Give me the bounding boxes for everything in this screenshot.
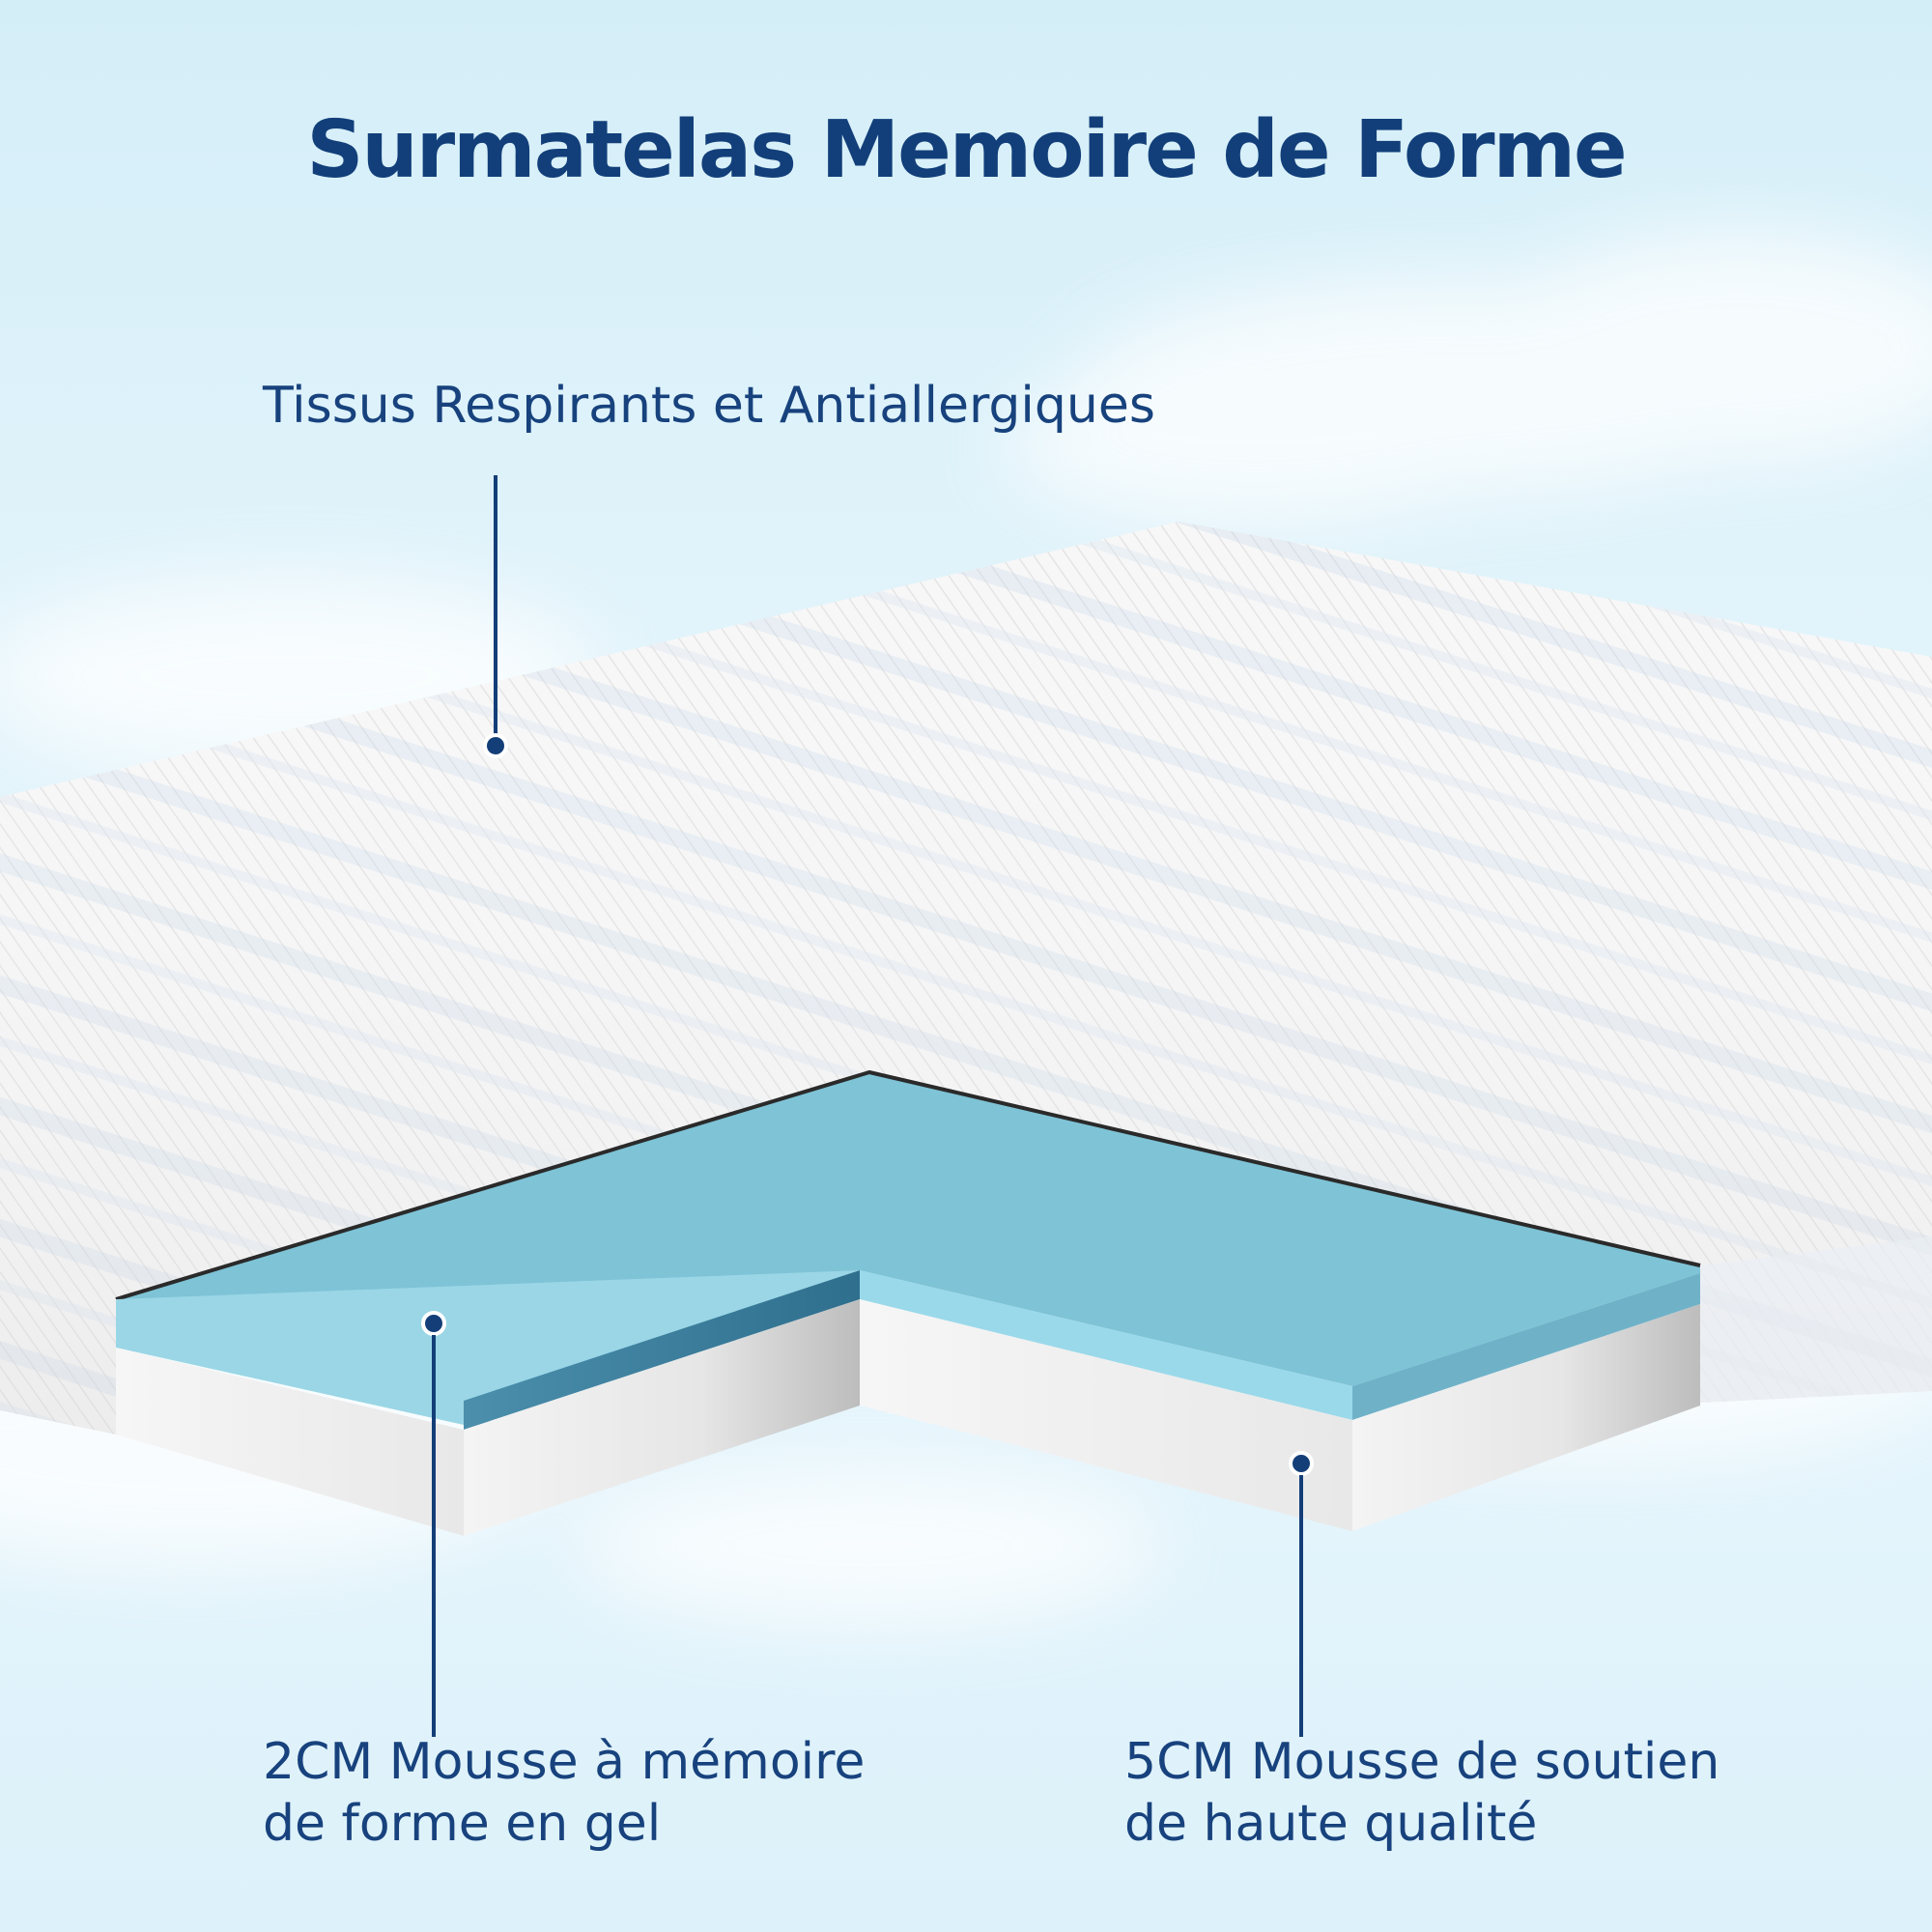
support-foam-label-line-1: 5CM Mousse de soutien xyxy=(1124,1733,1720,1791)
support-callout-dot xyxy=(1289,1451,1314,1476)
gel-foam-label-line-2: de forme en gel xyxy=(263,1795,662,1853)
support-foam-layer xyxy=(116,1348,464,1536)
page-title: Surmatelas Memoire de Forme xyxy=(306,104,1627,196)
support-foam-label: 5CM Mousse de soutien de haute qualité xyxy=(1124,1731,1719,1855)
fabric-label: Tissus Respirants et Antiallergiques xyxy=(263,377,1155,435)
gel-callout-dot xyxy=(421,1311,446,1336)
gel-foam-label-line-1: 2CM Mousse à mémoire xyxy=(263,1733,866,1791)
gel-foam-label: 2CM Mousse à mémoire de forme en gel xyxy=(263,1731,865,1855)
fabric-callout-dot xyxy=(483,733,508,758)
support-foam-label-line-2: de haute qualité xyxy=(1124,1795,1538,1853)
